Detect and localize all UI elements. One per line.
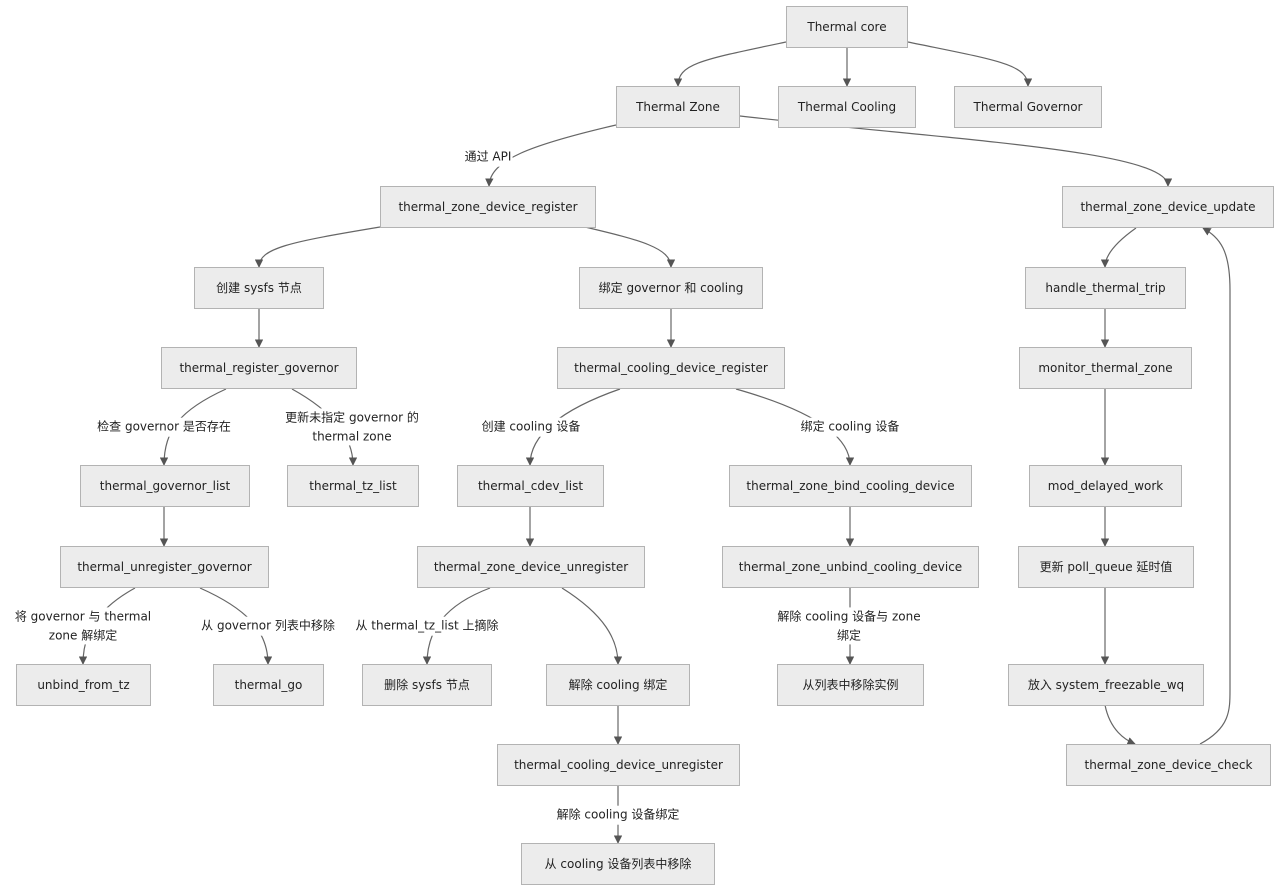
node-tz-bind-cooling: thermal_zone_bind_cooling_device [729, 465, 972, 507]
node-put-freezable-wq: 放入 system_freezable_wq [1008, 664, 1204, 706]
node-unbind-cooling: 解除 cooling 绑定 [546, 664, 690, 706]
edge-freezable-to-check [1104, 704, 1136, 746]
node-handle-thermal-trip: handle_thermal_trip [1025, 267, 1186, 309]
node-tz-unbind-cooling: thermal_zone_unbind_cooling_device [722, 546, 979, 588]
node-update-poll-queue: 更新 poll_queue 延时值 [1018, 546, 1194, 588]
node-unregister-governor: thermal_unregister_governor [60, 546, 269, 588]
node-delete-sysfs: 删除 sysfs 节点 [362, 664, 492, 706]
edge-label-remove-from-governor-list: 从 governor 列表中移除 [200, 616, 336, 636]
node-remove-instance: 从列表中移除实例 [777, 664, 924, 706]
node-thermal-governor: Thermal Governor [954, 86, 1102, 128]
node-register-governor: thermal_register_governor [161, 347, 357, 389]
node-cooling-device-register: thermal_cooling_device_register [557, 347, 785, 389]
edge-label-unbind-cooling-device: 解除 cooling 设备绑定 [555, 805, 681, 825]
node-monitor-thermal-zone: monitor_thermal_zone [1019, 347, 1192, 389]
node-unbind-from-tz: unbind_from_tz [16, 664, 151, 706]
node-thermal-go: thermal_go [213, 664, 324, 706]
edge-tzunreg-to-unbindcool [561, 587, 623, 665]
node-tz-device-update: thermal_zone_device_update [1062, 186, 1274, 228]
node-tz-device-check: thermal_zone_device_check [1066, 744, 1271, 786]
node-bind-governor-cooling: 绑定 governor 和 cooling [579, 267, 763, 309]
edge-label-bind-cooling-device: 绑定 cooling 设备 [799, 417, 901, 437]
edge-core-to-zone [673, 41, 787, 87]
edge-zone-to-register [485, 124, 617, 187]
node-tz-device-register: thermal_zone_device_register [380, 186, 596, 228]
node-mod-delayed-work: mod_delayed_work [1029, 465, 1182, 507]
node-create-sysfs: 创建 sysfs 节点 [194, 267, 324, 309]
edge-update-to-trip [1100, 227, 1137, 268]
edge-label-remove-from-tz-list: 从 thermal_tz_list 上摘除 [354, 616, 500, 636]
node-tz-list: thermal_tz_list [287, 465, 419, 507]
edge-label-check-governor-exists: 检查 governor 是否存在 [96, 417, 232, 437]
node-remove-from-cooling-list: 从 cooling 设备列表中移除 [521, 843, 715, 885]
edge-label-create-cooling-device: 创建 cooling 设备 [480, 417, 582, 437]
edge-check-to-update [1199, 227, 1231, 745]
node-thermal-zone: Thermal Zone [616, 86, 740, 128]
node-cooling-device-unregister: thermal_cooling_device_unregister [497, 744, 740, 786]
edge-label-via-api: 通过 API [463, 147, 513, 167]
edge-core-to-governor [907, 41, 1033, 87]
node-governor-list: thermal_governor_list [80, 465, 250, 507]
edge-register-to-bind [584, 226, 676, 268]
edge-label-unbind-governor-zone: 将 governor 与 thermal zone 解绑定 [12, 607, 154, 645]
node-tz-device-unregister: thermal_zone_device_unregister [417, 546, 645, 588]
node-cdev-list: thermal_cdev_list [457, 465, 604, 507]
edge-label-unbind-cooling-zone: 解除 cooling 设备与 zone 绑定 [775, 607, 923, 645]
edge-label-update-unspecified-governor: 更新未指定 governor 的 thermal zone [281, 408, 423, 446]
node-thermal-cooling: Thermal Cooling [778, 86, 916, 128]
node-thermal-core: Thermal core [786, 6, 908, 48]
edge-register-to-sysfs [254, 226, 381, 268]
